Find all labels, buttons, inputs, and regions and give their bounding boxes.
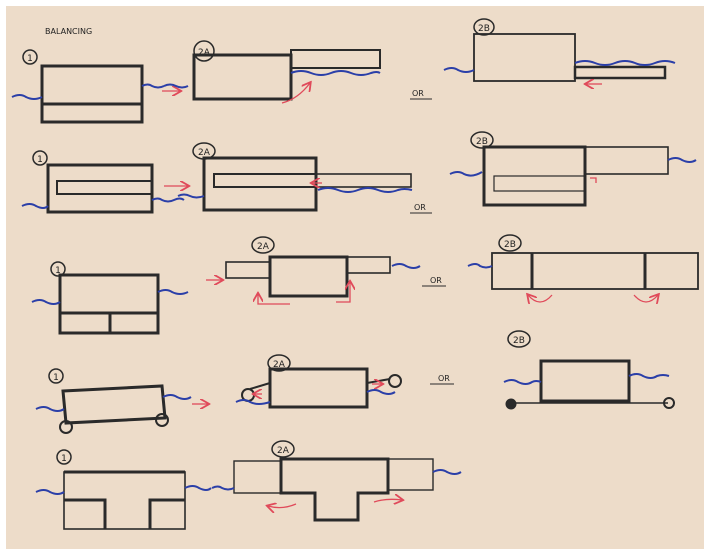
sheet-title: BALANCING: [45, 27, 92, 36]
svg-text:2A: 2A: [257, 242, 270, 252]
r1-or-label: OR: [412, 89, 424, 98]
paper-background: [6, 6, 704, 549]
r3-or-label: OR: [430, 276, 442, 285]
svg-text:1: 1: [27, 54, 33, 64]
svg-text:1: 1: [53, 373, 59, 383]
svg-text:2B: 2B: [513, 336, 525, 346]
svg-text:1: 1: [37, 155, 43, 165]
svg-text:2B: 2B: [478, 24, 490, 34]
r4-or-label: OR: [438, 374, 450, 383]
svg-text:2A: 2A: [277, 446, 290, 456]
r2-or-label: OR: [414, 203, 426, 212]
svg-text:2B: 2B: [504, 240, 516, 250]
r4-step2b-wheel-left: [506, 399, 516, 409]
svg-text:1: 1: [61, 454, 67, 464]
